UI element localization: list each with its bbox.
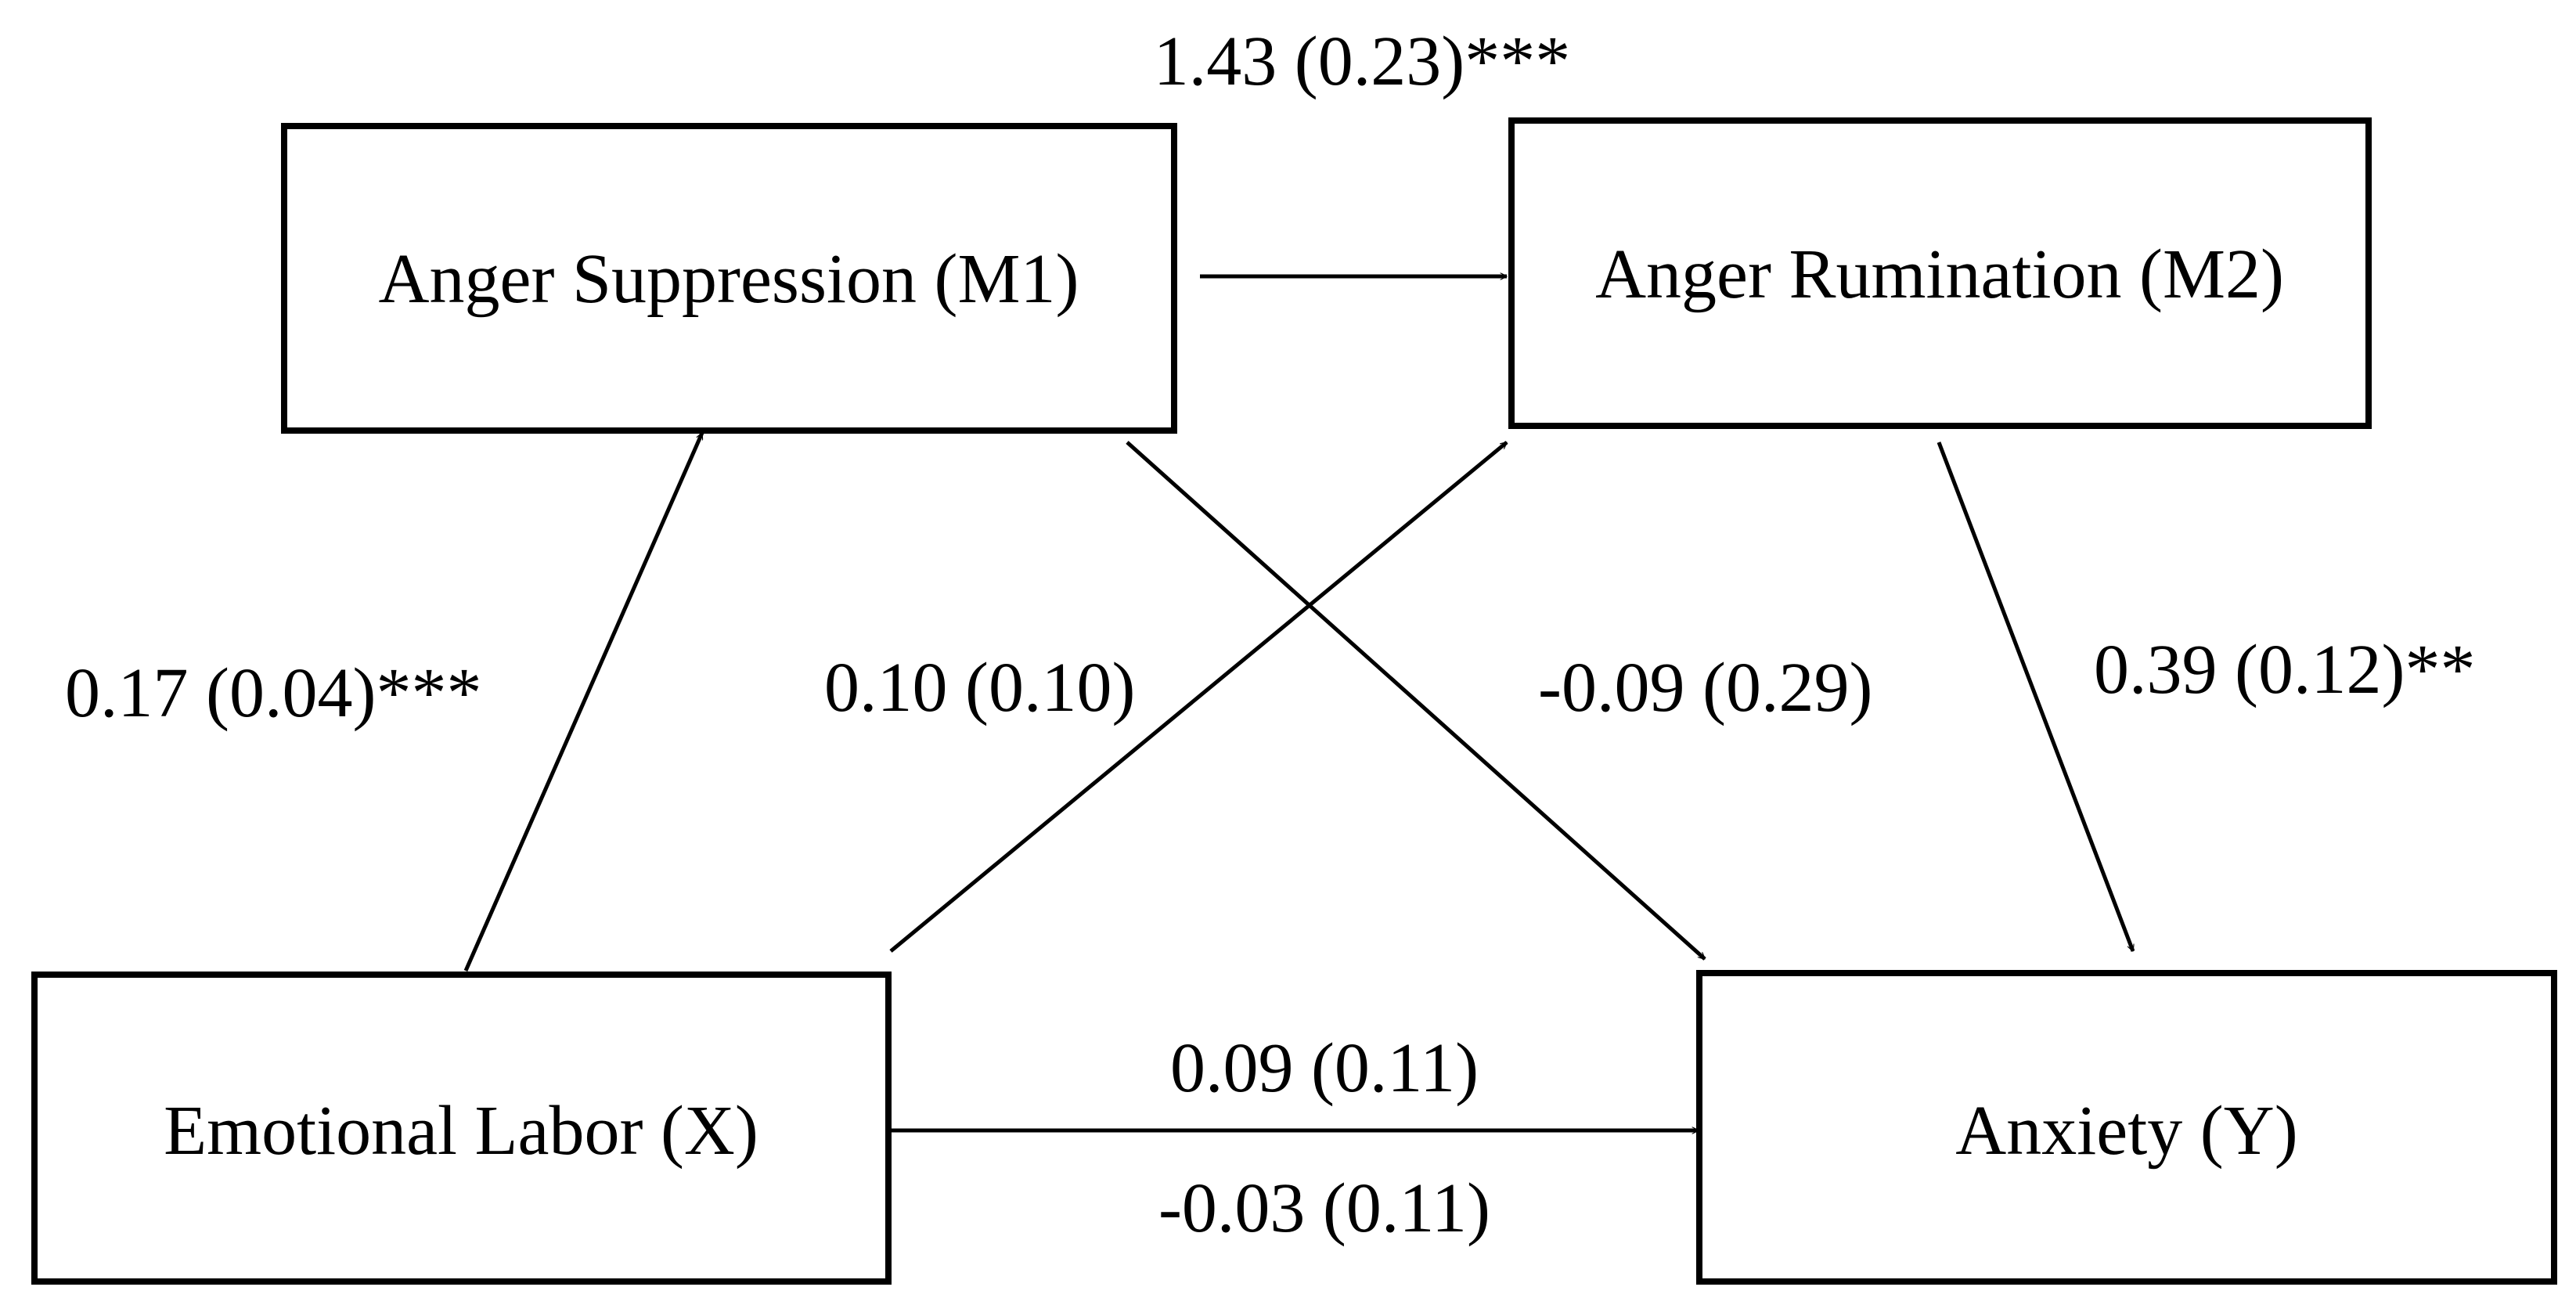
label-x-to-y-total: 0.09 (0.11) <box>1170 1029 1479 1107</box>
node-m1: Anger Suppression (M1) <box>281 123 1177 434</box>
label-m1-to-y: -0.09 (0.29) <box>1538 649 1872 726</box>
node-m2-box <box>1508 117 2372 429</box>
node-x-box <box>31 972 892 1285</box>
node-m1-label: Anger Suppression (M1) <box>379 240 1079 318</box>
edge-x-to-m1 <box>463 433 704 972</box>
edge-x-to-m2 <box>889 441 1508 953</box>
node-y-box <box>1696 970 2557 1285</box>
node-y: Anxiety (Y) <box>1696 970 2557 1285</box>
node-m2: Anger Rumination (M2) <box>1508 117 2372 429</box>
label-x-to-m2: 0.10 (0.10) <box>824 649 1135 726</box>
label-x-to-y-direct: -0.03 (0.11) <box>1158 1170 1490 1247</box>
node-m1-box <box>281 123 1177 434</box>
node-m2-label: Anger Rumination (M2) <box>1595 236 2284 313</box>
edge-m2-to-y <box>1937 442 2135 951</box>
label-m2-to-y: 0.39 (0.12)** <box>2094 631 2475 708</box>
node-x: Emotional Labor (X) <box>31 972 892 1285</box>
node-y-label: Anxiety (Y) <box>1955 1092 2297 1170</box>
label-x-to-m1: 0.17 (0.04)*** <box>65 654 481 732</box>
edge-m1-to-y <box>1126 441 1706 961</box>
label-m1-to-m2: 1.43 (0.23)*** <box>1154 23 1570 100</box>
node-x-label: Emotional Labor (X) <box>164 1092 758 1170</box>
